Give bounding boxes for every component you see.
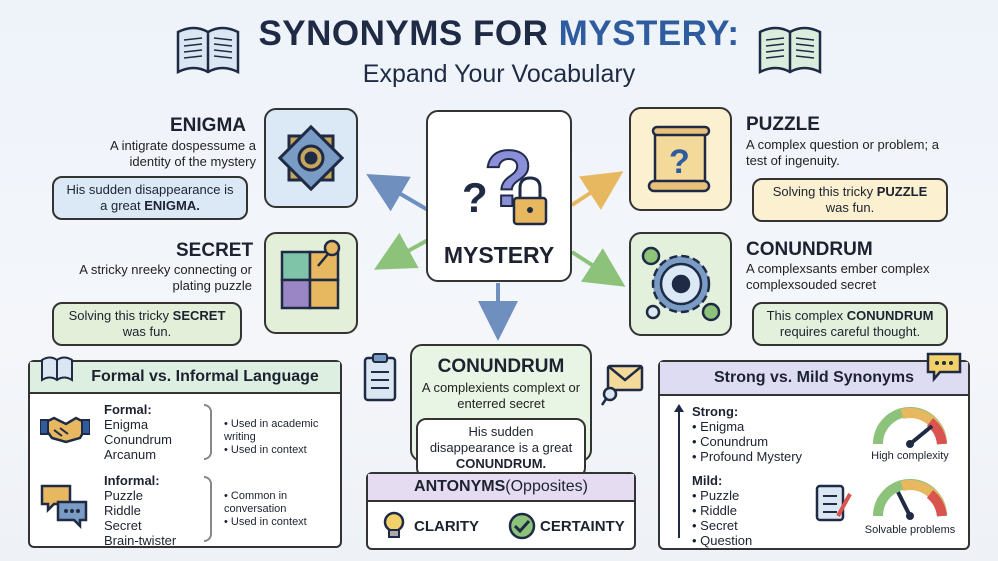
strong-item: • Enigma — [692, 419, 745, 434]
formal-item: Arcanum — [104, 447, 157, 462]
informal-label: Informal: — [104, 473, 160, 488]
scroll-question-icon: ? — [647, 125, 711, 193]
strong-label: Strong: — [692, 404, 739, 419]
handshake-icon — [40, 416, 90, 444]
secret-word: SECRET — [176, 240, 254, 261]
strong-item: • Profound Mystery — [692, 449, 803, 464]
mystery-label: MYSTERY — [443, 242, 555, 268]
formal-label: Formal: — [104, 402, 152, 417]
conundrum-card — [629, 232, 732, 336]
antonym-item: CERTAINTY — [540, 518, 625, 535]
mild-item: • Question — [692, 533, 753, 548]
puzzle-card: ? — [629, 107, 732, 211]
checklist-icon — [815, 484, 852, 522]
svg-text:?: ? — [462, 174, 488, 221]
mild-list: • Puzzle • Riddle • Secret • Question — [692, 488, 752, 548]
enigma-word: ENIGMA — [170, 115, 246, 136]
gauge-icon — [873, 407, 947, 448]
puzzle-example: Solving this tricky PUZZLE was fun. — [752, 178, 948, 222]
puzzle-definition: A complex question or problem; a test of… — [746, 137, 939, 168]
formal-informal-panel: Formal vs. Informal Language Formal: Eni… — [28, 356, 342, 548]
conundrum-center-card: CONUNDRUM A complexients complext or ent… — [410, 344, 592, 478]
antonyms-panel: ANTONYMS (Opposites) CLARITY CERTAINTY — [366, 472, 636, 550]
celtic-knot-icon — [277, 124, 345, 192]
mild-item: • Riddle — [692, 503, 738, 518]
secret-definition: A ѕtricky nreeky connecting or plating p… — [79, 262, 252, 293]
gauge-icon — [873, 479, 947, 520]
book-icon — [758, 26, 822, 75]
informal-item: Puzzle — [104, 488, 144, 503]
lightbulb-icon — [383, 511, 405, 538]
enigma-example: His sudden disappearance is a great ENIG… — [52, 176, 248, 220]
brace — [204, 476, 212, 542]
page-subtitle: Expand Your Vocabulary — [362, 60, 636, 88]
informal-notes: • Common in conversation • Used in conte… — [224, 490, 336, 529]
conundrum-right-word: CONUNDRUM — [746, 239, 873, 260]
formal-note: • Used in academic writing — [224, 418, 319, 443]
svg-text:?: ? — [669, 143, 690, 181]
mild-item: • Secret — [692, 518, 738, 533]
page-title: SYNONYMS FOR MYSTERY: — [0, 14, 998, 54]
informal-note: • Common in conversation — [224, 490, 288, 515]
formal-notes: • Used in academic writing • Used in con… — [224, 418, 336, 457]
antonyms-heading: ANTONYMS (Opposites) — [368, 474, 634, 502]
enigma-card — [264, 108, 358, 208]
formal-list: Enigma Conundrum Arcanum — [104, 417, 172, 462]
speech-bubble-icon — [926, 352, 962, 382]
formal-item: Conundrum — [104, 432, 172, 447]
title-highlight: MYSTERY: — [558, 14, 740, 53]
mild-caption: Solvable problems — [864, 524, 956, 536]
antonym-item: CLARITY — [414, 518, 479, 535]
clipboard-icon — [363, 353, 397, 402]
conundrum-right-example: This complex CONUNDRUM requires careful … — [752, 302, 948, 346]
formal-item: Enigma — [104, 417, 149, 432]
secret-example: Solving this tricky SECRET was fun. — [52, 302, 242, 346]
strong-item: • Conundrum — [692, 434, 769, 449]
strong-mild-heading: Strong vs. Mild Synonyms — [660, 362, 968, 396]
secret-card — [264, 232, 358, 334]
brace — [204, 404, 212, 460]
strong-list: • Enigma • Conundrum • Profound Mystery — [692, 419, 802, 464]
question-lock-icon: ? ? — [462, 133, 548, 226]
conundrum-right-definition: A complexsants ember complex complexsoud… — [746, 261, 930, 292]
conundrum-center-example: His sudden disappearance is a great CONU… — [416, 418, 586, 478]
title-main: SYNONYMS FOR — [258, 14, 559, 53]
conundrum-center-word: CONUNDRUM — [437, 356, 565, 377]
book-icon — [176, 26, 240, 75]
formal-note: • Used in context — [224, 444, 307, 456]
puzzle-word: PUZZLE — [746, 114, 820, 135]
strong-caption: High complexity — [871, 450, 949, 462]
book-icon — [41, 356, 73, 382]
checkmark-icon — [508, 512, 536, 540]
puzzle-pieces-icon — [280, 239, 341, 310]
informal-item: Brain-twister — [104, 533, 177, 548]
informal-item: Riddle — [104, 503, 141, 518]
formal-informal-heading: Formal vs. Informal Language — [30, 362, 340, 394]
informal-item: Secret — [104, 518, 142, 533]
enigma-definition: A intigrate dospessume a identity of the… — [110, 138, 256, 169]
conundrum-center-definition: A complexients complext or enterred secr… — [421, 380, 581, 411]
informal-note: • Used in context — [224, 516, 307, 528]
informal-list: Puzzle Riddle Secret Brain-twister — [104, 488, 176, 548]
envelope-icon — [600, 364, 644, 406]
strength-scale-arrow — [674, 404, 684, 538]
mystery-card: ? ? MYSTERY — [426, 110, 572, 282]
chat-bubbles-icon — [40, 484, 88, 530]
strong-mild-panel: Strong vs. Mild Synonyms Strong: • Enigm… — [658, 352, 970, 550]
mild-label: Mild: — [692, 473, 723, 488]
mild-item: • Puzzle — [692, 488, 740, 503]
gears-icon — [641, 246, 721, 322]
